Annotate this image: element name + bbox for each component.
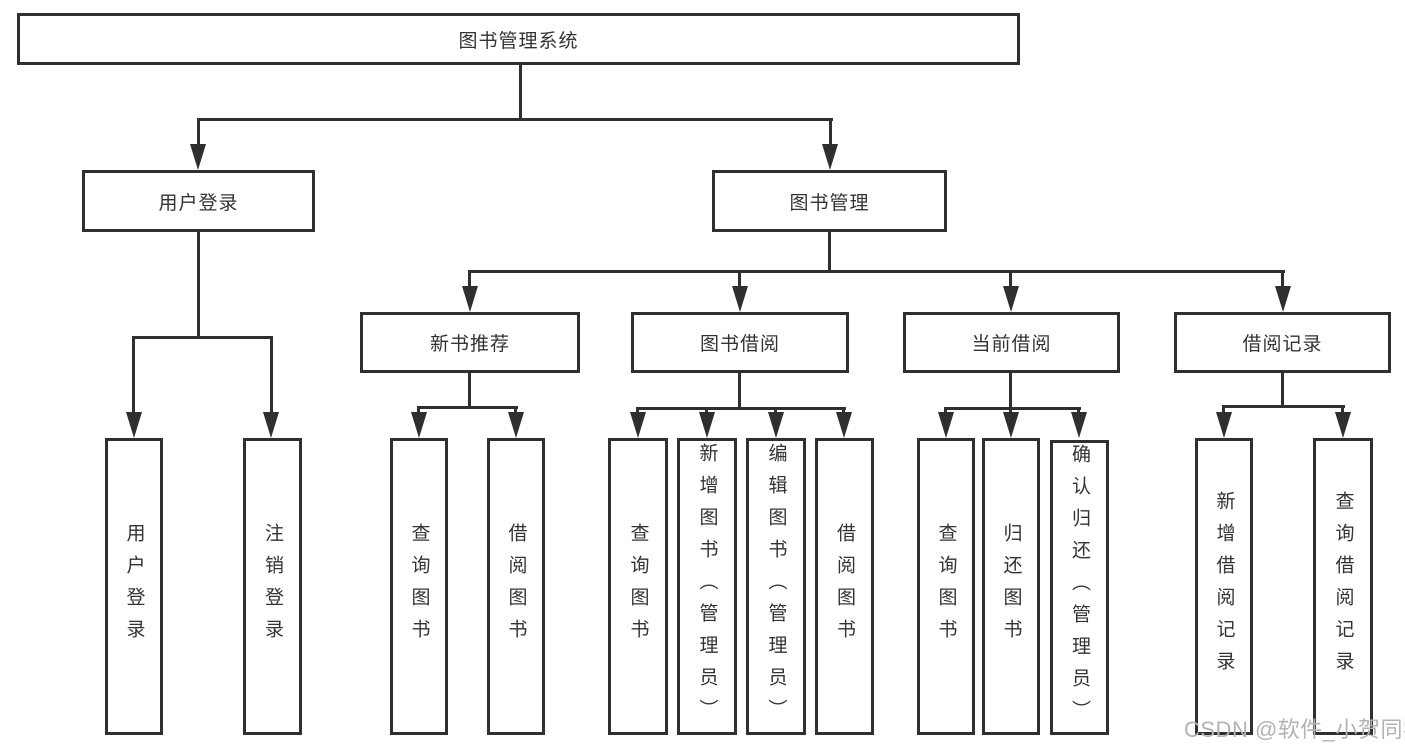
leaf-label: 用户登录 — [123, 522, 145, 651]
leaf-label: 编辑图书（管理员） — [765, 442, 787, 731]
node-current-borrow: 当前借阅 — [903, 312, 1120, 373]
connector-user-login-hline — [132, 336, 273, 339]
leaf-bb-edit-books-admin: 编辑图书（管理员） — [746, 438, 806, 735]
connector-stem-cb-return — [1009, 407, 1012, 414]
connector-stem-new-book — [468, 270, 471, 288]
connector-stem-bb-add — [705, 407, 708, 414]
leaf-label: 归还图书 — [1000, 522, 1022, 651]
connector-stem-leaf-login — [132, 336, 135, 414]
connector-stem-user-login — [197, 118, 200, 147]
connector-stem-nb-borrow — [514, 406, 517, 414]
leaf-label: 确认归还（管理员） — [1069, 443, 1090, 732]
arrowhead-bb-query — [630, 412, 646, 438]
leaf-rc-query-record: 查询借阅记录 — [1313, 438, 1373, 735]
connector-stem-rc-add — [1222, 405, 1225, 414]
connector-stem-rc-query — [1341, 405, 1344, 414]
arrowhead-nb-query — [411, 412, 427, 438]
arrowhead-bb-borrow — [836, 412, 852, 438]
arrowhead-rc-add — [1216, 412, 1232, 438]
connector-stem-cb-query — [944, 407, 947, 414]
connector-book-borrow-stem — [738, 373, 741, 407]
leaf-label: 借阅图书 — [834, 522, 855, 651]
connector-user-login-stem — [197, 232, 200, 336]
connector-stem-book-borrow — [738, 270, 741, 288]
connector-stem-borrow-records — [1281, 270, 1284, 288]
arrowhead-bb-add — [699, 412, 715, 438]
node-label: 图书管理系统 — [458, 30, 579, 52]
arrowhead-leaf-logout — [263, 412, 279, 438]
leaf-label: 查询图书 — [627, 522, 649, 651]
node-label: 用户登录 — [158, 192, 239, 214]
connector-level2-hline — [197, 118, 833, 121]
arrowhead-rc-query — [1335, 412, 1351, 438]
connector-records-stem — [1281, 373, 1284, 405]
connector-current-borrow-stem — [1009, 373, 1012, 407]
arrowhead-new-book — [462, 286, 478, 312]
connector-stem-bb-edit — [774, 407, 777, 414]
arrowhead-current-borrow — [1003, 286, 1019, 312]
leaf-label: 借阅图书 — [505, 522, 527, 651]
connector-new-book-stem — [468, 373, 471, 406]
node-new-book-recommend: 新书推荐 — [360, 312, 580, 373]
leaf-label: 查询图书 — [408, 522, 430, 651]
arrowhead-nb-borrow — [508, 412, 524, 438]
leaf-logout: 注销登录 — [243, 438, 302, 735]
arrowhead-user-login — [190, 144, 206, 170]
node-label: 图书借阅 — [699, 334, 780, 355]
connector-book-mgmt-stem — [828, 232, 831, 270]
leaf-label: 新增借阅记录 — [1213, 490, 1235, 683]
arrowhead-cb-confirm — [1071, 412, 1087, 438]
leaf-cb-confirm-return-admin: 确认归还（管理员） — [1050, 440, 1109, 735]
leaf-bb-add-books-admin: 新增图书（管理员） — [677, 438, 737, 735]
arrowhead-leaf-login — [126, 412, 142, 438]
node-label: 借阅记录 — [1242, 334, 1323, 355]
connector-records-hline — [1222, 405, 1345, 408]
connector-stem-leaf-logout — [270, 336, 273, 414]
csdn-watermark: CSDN @软件_小贺同学 — [1184, 717, 1405, 742]
connector-level3-hline — [468, 270, 1285, 273]
node-book-management: 图书管理 — [712, 170, 947, 232]
leaf-rc-add-record: 新增借阅记录 — [1195, 438, 1253, 735]
node-book-borrow: 图书借阅 — [631, 312, 849, 373]
arrowhead-bb-edit — [768, 412, 784, 438]
connector-stem-current-borrow — [1009, 270, 1012, 288]
leaf-cb-return-books: 归还图书 — [982, 438, 1040, 735]
node-label: 图书管理 — [789, 192, 870, 214]
connector-root-stem — [519, 65, 522, 118]
leaf-cb-query-books: 查询图书 — [917, 438, 975, 735]
leaf-bb-query-books: 查询图书 — [608, 438, 668, 735]
arrowhead-borrow-records — [1275, 286, 1291, 312]
connector-stem-bb-borrow — [842, 407, 845, 414]
node-user-login: 用户登录 — [82, 170, 315, 232]
leaf-label: 查询图书 — [935, 522, 957, 651]
leaf-label: 查询借阅记录 — [1332, 490, 1354, 683]
connector-stem-book-mgmt — [829, 118, 832, 147]
node-label: 当前借阅 — [971, 334, 1052, 355]
arrowhead-cb-query — [938, 412, 954, 438]
connector-book-borrow-hline — [636, 407, 846, 410]
connector-stem-cb-confirm — [1077, 407, 1080, 414]
leaf-label: 新增图书（管理员） — [696, 442, 718, 731]
arrowhead-book-mgmt — [822, 144, 838, 170]
leaf-nb-query-books: 查询图书 — [390, 438, 448, 735]
connector-stem-nb-query — [417, 406, 420, 414]
node-root: 图书管理系统 — [17, 13, 1020, 65]
connector-new-book-hline — [417, 406, 518, 409]
node-borrow-records: 借阅记录 — [1174, 312, 1391, 373]
connector-stem-bb-query — [636, 407, 639, 414]
leaf-bb-borrow-books: 借阅图书 — [815, 438, 874, 735]
node-label: 新书推荐 — [429, 334, 510, 355]
leaf-label: 注销登录 — [262, 522, 283, 651]
arrowhead-book-borrow — [732, 286, 748, 312]
leaf-nb-borrow-books: 借阅图书 — [487, 438, 545, 735]
connector-current-borrow-hline — [944, 407, 1081, 410]
leaf-user-login: 用户登录 — [105, 438, 163, 735]
arrowhead-cb-return — [1003, 412, 1019, 438]
